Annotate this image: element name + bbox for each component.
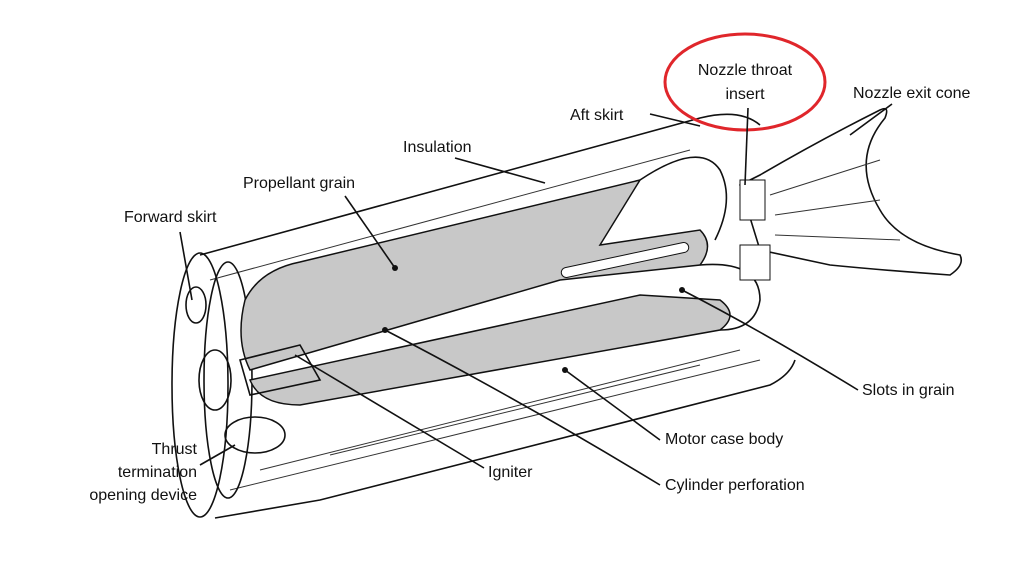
label-thrust-2: termination — [118, 464, 197, 481]
nozzle — [739, 107, 963, 281]
label-nozzle-throat-1: Nozzle throat — [698, 62, 793, 79]
leader-dots — [382, 265, 685, 373]
label-igniter: Igniter — [488, 464, 533, 481]
label-nozzle-throat-2: insert — [725, 86, 765, 103]
motor-case-body — [199, 113, 796, 519]
propellant-grain-upper — [240, 178, 709, 371]
label-thrust-1: Thrust — [152, 441, 198, 458]
slots-in-grain — [560, 242, 690, 278]
highlight-circle — [663, 32, 827, 132]
leader-lines — [179, 103, 893, 486]
label-nozzle-exit-cone: Nozzle exit cone — [853, 85, 970, 102]
label-cylinder-perforation: Cylinder perforation — [665, 477, 805, 494]
label-thrust-3: opening device — [89, 487, 197, 504]
label-aft-skirt: Aft skirt — [570, 107, 624, 124]
insulation — [639, 156, 728, 241]
label-forward-skirt: Forward skirt — [124, 209, 217, 226]
label-insulation: Insulation — [403, 139, 472, 156]
igniter-body — [239, 344, 322, 396]
label-propellant-grain: Propellant grain — [243, 175, 355, 192]
label-motor-case-body: Motor case body — [665, 431, 783, 448]
label-slots-in-grain: Slots in grain — [862, 382, 955, 399]
